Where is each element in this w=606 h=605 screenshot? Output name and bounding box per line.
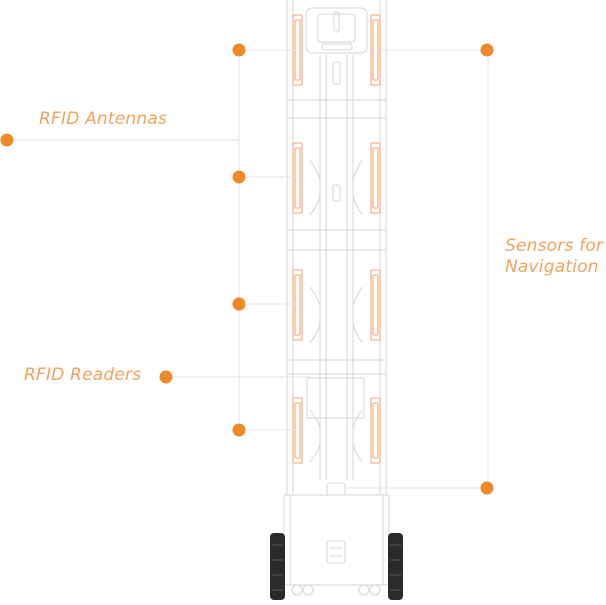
robot-base — [283, 494, 390, 586]
sensors-label-line2: Navigation — [505, 257, 599, 277]
robot-frame — [283, 0, 390, 596]
bottom-sensor — [326, 482, 346, 496]
sensors-label-line1: Sensors for — [505, 236, 604, 256]
readers-dot — [159, 370, 173, 384]
left-wheel — [270, 533, 285, 600]
base-port — [326, 540, 346, 564]
right-wheel — [388, 533, 403, 600]
rfid-readers-label: RFID Readers — [24, 365, 142, 385]
antennas-label-dot — [0, 133, 14, 147]
rfid-antennas — [292, 14, 381, 464]
wheels — [270, 533, 403, 600]
reader-box — [306, 377, 365, 419]
antenna-dot-3 — [232, 297, 246, 311]
callout-dots — [0, 43, 494, 495]
top-sensor-housing — [305, 7, 368, 54]
sensor-dot-top — [480, 43, 494, 57]
callout-lines — [7, 49, 489, 489]
rfid-antennas-label: RFID Antennas — [39, 109, 168, 129]
antenna-dot-4 — [232, 423, 246, 437]
antenna-dot-1 — [232, 43, 246, 57]
antenna-dot-2 — [232, 170, 246, 184]
sensors-navigation-label: Sensors for Navigation — [505, 236, 603, 278]
sensor-dot-bottom — [480, 481, 494, 495]
